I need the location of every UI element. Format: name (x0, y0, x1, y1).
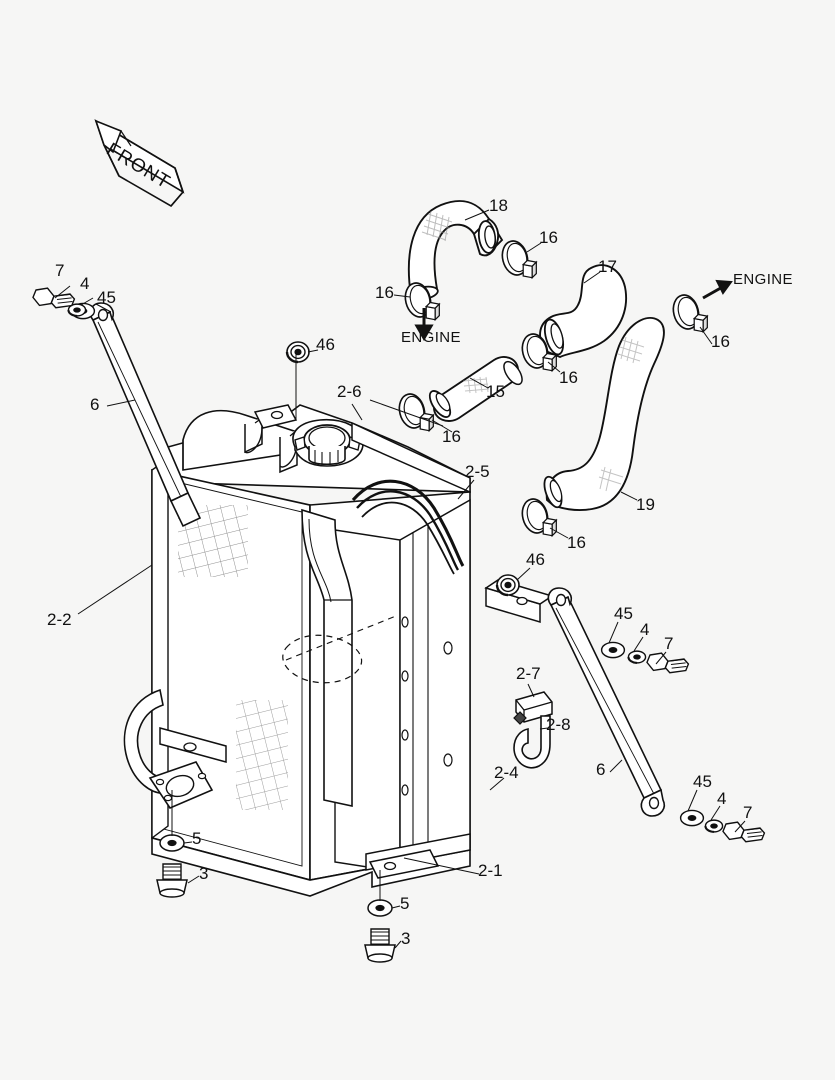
part-2-7-drain-cock (513, 691, 553, 725)
part-15-straight-pipe (428, 356, 523, 422)
engine-arrow-upright (702, 279, 733, 300)
callout-46-right: 46 (526, 550, 545, 569)
part-19-long-bend-hose (543, 317, 665, 512)
engine-label-left: ENGINE (401, 329, 461, 346)
callout-18: 18 (489, 196, 508, 215)
callout-46-top: 46 (316, 335, 335, 354)
callout-45: 45 (97, 288, 116, 307)
callout-2-2: 2-2 (47, 610, 72, 629)
part-46-grommet (285, 340, 311, 364)
part-17-s-bend-hose (539, 264, 627, 359)
callout-16-e: 16 (442, 427, 461, 446)
callout-7: 7 (55, 261, 65, 280)
callout-5-bottom-left: 5 (192, 829, 202, 848)
callout-2-1: 2-1 (478, 861, 503, 880)
bottom-left-hardware (156, 790, 188, 898)
callout-17: 17 (598, 257, 617, 276)
callout-2-7: 2-7 (516, 664, 541, 683)
callout-5-bottom-center: 5 (400, 894, 410, 913)
callout-2-8: 2-8 (546, 715, 571, 734)
callout-2-5: 2-5 (465, 462, 490, 481)
part-16-hose-clamp (669, 291, 709, 333)
leader-lines (54, 209, 746, 949)
callout-16-f: 16 (567, 533, 586, 552)
callout-19: 19 (636, 495, 655, 514)
callout-45-lower-right: 45 (614, 604, 633, 623)
callout-15: 15 (486, 382, 505, 401)
part-46-grommet (495, 573, 521, 597)
callout-16-a: 16 (539, 228, 558, 247)
callout-6-lower-right: 6 (596, 760, 606, 779)
callout-3-bottom-left: 3 (199, 864, 209, 883)
callout-16-b: 16 (375, 283, 394, 302)
drain-elbow (123, 688, 214, 809)
callout-4-lower-right: 4 (640, 620, 650, 639)
callout-2-4: 2-4 (494, 763, 519, 782)
callout-45-bottom-right: 45 (693, 772, 712, 791)
stay-assembly-upper-left (30, 280, 202, 528)
stay-assembly-lower-right (547, 587, 767, 852)
callout-6-upper-left: 6 (90, 395, 100, 414)
radiator-assembly (123, 404, 554, 897)
callout-7-bottom-right: 7 (743, 803, 753, 822)
callout-16-d: 16 (559, 368, 578, 387)
callout-16-c: 16 (711, 332, 730, 351)
part-16-hose-clamp (498, 237, 538, 279)
callout-7-lower-right: 7 (664, 634, 674, 653)
part-2-5-overflow-hose (351, 479, 465, 575)
engine-arrow-down (414, 308, 434, 341)
callout-4: 4 (80, 274, 90, 293)
front-direction-marker (94, 119, 185, 208)
callout-4-bottom-right: 4 (717, 789, 727, 808)
bottom-center-hardware (364, 870, 396, 963)
callout-2-6: 2-6 (337, 382, 362, 401)
callout-3-bottom-center: 3 (401, 929, 411, 948)
engine-label-right: ENGINE (733, 271, 793, 288)
